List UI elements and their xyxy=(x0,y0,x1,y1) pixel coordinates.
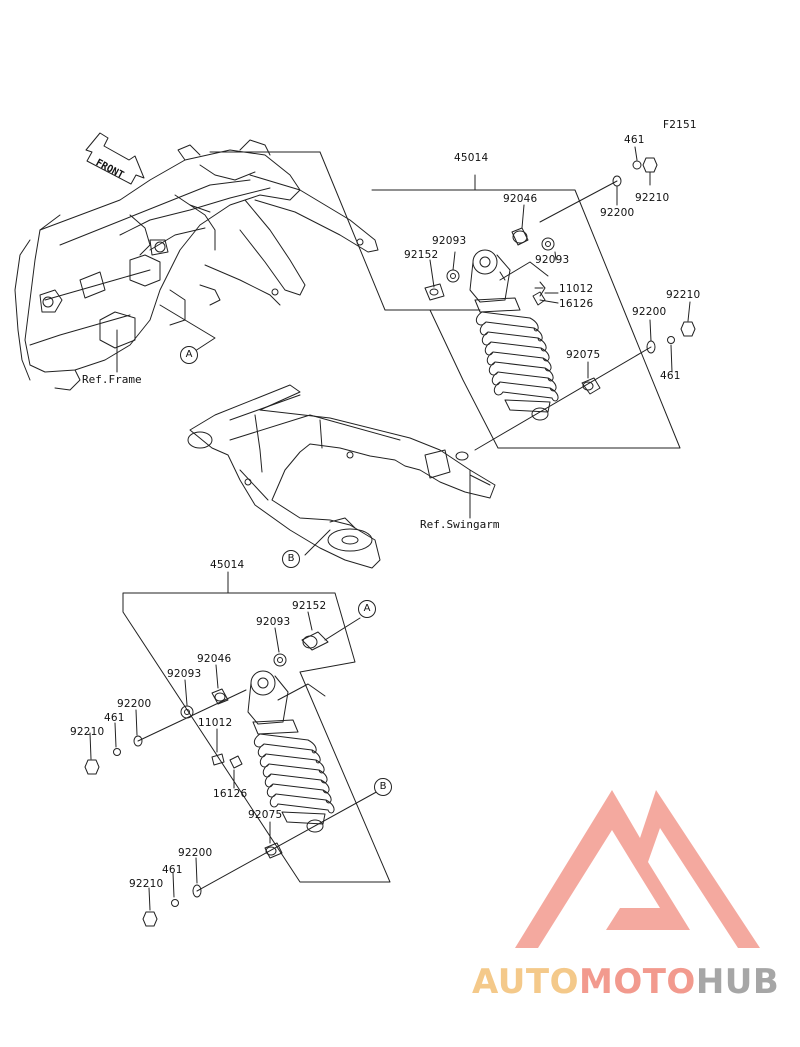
top-part-11012: 11012 xyxy=(559,283,594,295)
top-part-92200-a: 92200 xyxy=(600,207,635,219)
brand-watermark: AUTOMOTOHUB xyxy=(472,962,779,1002)
top-part-461-a: 461 xyxy=(624,134,645,146)
bottom-part-461-b: 461 xyxy=(162,864,183,876)
bottom-part-16126: 16126 xyxy=(213,788,248,800)
callout-b-top: B xyxy=(282,550,300,568)
brand-part-auto: AUTO xyxy=(472,962,579,1002)
bottom-hardware xyxy=(84,617,381,927)
bottom-part-11012: 11012 xyxy=(198,717,233,729)
ref-swingarm-label: Ref.Swingarm xyxy=(420,518,500,531)
front-arrow-icon xyxy=(85,132,145,185)
callout-b-bottom: B xyxy=(374,778,392,796)
bottom-part-92210-a: 92210 xyxy=(70,726,105,738)
bottom-shock-drawing xyxy=(247,670,335,833)
top-part-92152: 92152 xyxy=(404,249,439,261)
bottom-part-92152: 92152 xyxy=(292,600,327,612)
figure-code: F2151 xyxy=(663,119,697,131)
callout-a-bottom: A xyxy=(358,600,376,618)
brand-logo-icon xyxy=(515,790,760,948)
bottom-part-92200-a: 92200 xyxy=(117,698,152,710)
bottom-part-92046: 92046 xyxy=(197,653,232,665)
bottom-part-92093-a: 92093 xyxy=(256,616,291,628)
swingarm-drawing xyxy=(187,384,496,569)
top-part-92075: 92075 xyxy=(566,349,601,361)
brand-part-hub: HUB xyxy=(695,962,780,1002)
bottom-part-92200-b: 92200 xyxy=(178,847,213,859)
top-part-92046: 92046 xyxy=(503,193,538,205)
bottom-part-92093-b: 92093 xyxy=(167,668,202,680)
callout-a-top: A xyxy=(180,346,198,364)
top-part-461-b: 461 xyxy=(660,370,681,382)
top-part-92210-a: 92210 xyxy=(635,192,670,204)
top-part-92210-b: 92210 xyxy=(666,289,701,301)
bottom-part-461-a: 461 xyxy=(104,712,125,724)
top-hardware xyxy=(424,157,696,451)
bottom-assembly-number: 45014 xyxy=(210,559,245,571)
brand-part-moto: MOTO xyxy=(578,962,696,1002)
bottom-part-92075: 92075 xyxy=(248,809,283,821)
top-part-92093-b: 92093 xyxy=(535,254,570,266)
top-assembly-number: 45014 xyxy=(454,152,489,164)
frame-drawing xyxy=(14,139,379,391)
top-shock-drawing xyxy=(469,249,559,421)
bottom-part-92210-b: 92210 xyxy=(129,878,164,890)
top-part-16126: 16126 xyxy=(559,298,594,310)
top-part-92093-a: 92093 xyxy=(432,235,467,247)
top-part-92200-b: 92200 xyxy=(632,306,667,318)
ref-frame-label: Ref.Frame xyxy=(82,373,142,386)
